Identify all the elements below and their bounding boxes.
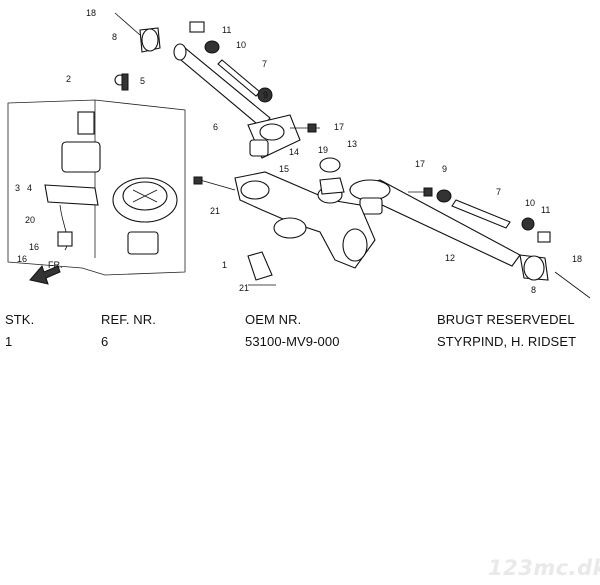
bolt-collar-set-left (189, 21, 320, 133)
callout-19: 19 (318, 145, 328, 155)
callout-9: 9 (442, 164, 447, 174)
cell-ref-no: 6 (101, 334, 109, 349)
callout-18: 18 (86, 8, 96, 18)
callout-3: 3 (15, 183, 20, 193)
callout-11: 11 (541, 205, 550, 215)
callout-10: 10 (236, 40, 246, 50)
front-direction-arrow: FR. (29, 260, 63, 285)
parts-table: STK. REF. NR. OEM NR. BRUGT RESERVEDEL 1… (0, 312, 600, 356)
top-bridge (234, 171, 376, 269)
direction-label: FR. (48, 260, 63, 270)
callout-17: 17 (415, 159, 425, 169)
callout-11: 11 (222, 25, 231, 35)
header-oem-no: OEM NR. (245, 312, 302, 327)
callout-8: 8 (531, 285, 536, 295)
header-part-name: BRUGT RESERVEDEL (437, 312, 575, 327)
header-qty: STK. (5, 312, 35, 327)
header-ref-no: REF. NR. (101, 312, 156, 327)
callout-8: 8 (112, 32, 117, 42)
ignition-switch (44, 73, 129, 251)
callout-15: 15 (279, 164, 289, 174)
callout-13: 13 (347, 139, 357, 149)
wire-clamp (247, 251, 276, 286)
callout-10: 10 (525, 198, 535, 208)
callout-7: 7 (262, 59, 267, 69)
callout-1: 1 (222, 260, 227, 270)
callout-16: 16 (29, 242, 39, 252)
callout-6: 6 (213, 122, 218, 132)
callout-18: 18 (572, 254, 582, 264)
callout-7: 7 (496, 187, 501, 197)
callout-12: 12 (445, 253, 455, 263)
cell-qty: 1 (5, 334, 13, 349)
left-bar-end-weight (114, 12, 161, 53)
site-watermark: 123mc.dk (488, 556, 600, 580)
right-bar-end-weight (519, 254, 591, 299)
callout-16: 16 (17, 254, 27, 264)
fuel-cap (112, 177, 178, 223)
cell-part-name: STYRPIND, H. RIDSET (437, 334, 577, 349)
table-row[interactable]: 1 6 53100-MV9-000 STYRPIND, H. RIDSET (0, 334, 600, 356)
callout-14: 14 (289, 147, 299, 157)
steering-stem-nut (319, 157, 345, 195)
callout-2: 2 (66, 74, 71, 84)
callout-4: 4 (27, 183, 32, 193)
callout-21: 21 (210, 206, 220, 216)
callout-21: 21 (239, 283, 249, 293)
callout-20: 20 (25, 215, 35, 225)
bolt-collar-set-right (408, 187, 551, 243)
cell-oem-no: 53100-MV9-000 (245, 334, 340, 349)
table-header-row: STK. REF. NR. OEM NR. BRUGT RESERVEDEL (0, 312, 600, 334)
pinch-bolt (193, 176, 236, 191)
right-handlebar (348, 179, 521, 267)
callout-17: 17 (334, 122, 344, 132)
callout-5: 5 (140, 76, 145, 86)
left-handlebar (173, 43, 301, 159)
callout-9: 9 (263, 90, 268, 100)
key-cylinder-cover (127, 231, 159, 255)
ignition-group-frame (7, 99, 186, 276)
